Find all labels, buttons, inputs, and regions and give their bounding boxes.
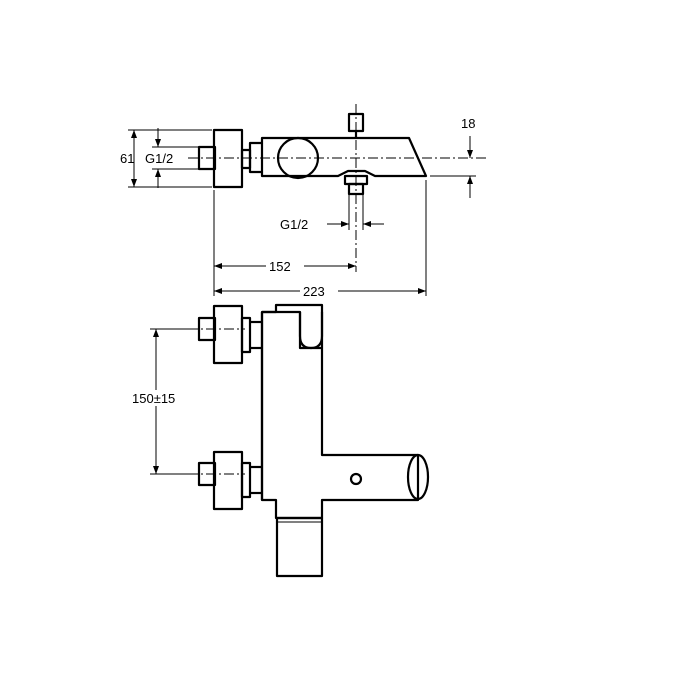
dim-61-label: 61 <box>120 151 134 166</box>
upper-handle <box>212 304 244 365</box>
dim-thread-outlet-label: G1/2 <box>280 217 308 232</box>
body-top <box>262 303 324 314</box>
upper-connector <box>240 316 252 354</box>
bottom-outlet <box>275 516 324 578</box>
spout-outlet <box>406 453 430 501</box>
top-view: 61 G1/2 18 G1/2 152 <box>120 104 488 299</box>
front-view: 150±15 <box>130 303 430 578</box>
dim-thread-left-label: G1/2 <box>145 151 173 166</box>
handle-connector <box>240 148 252 170</box>
diverter-hole <box>349 472 363 486</box>
dim-18-label: 18 <box>461 116 475 131</box>
lower-connector <box>240 461 252 499</box>
main-body-outline <box>260 310 420 520</box>
lower-handle <box>212 450 244 511</box>
dim-223-label: 223 <box>303 284 325 299</box>
body-spout-outline <box>248 136 428 178</box>
dim-152-label: 152 <box>269 259 291 274</box>
dim-spacing-label: 150±15 <box>132 391 175 406</box>
